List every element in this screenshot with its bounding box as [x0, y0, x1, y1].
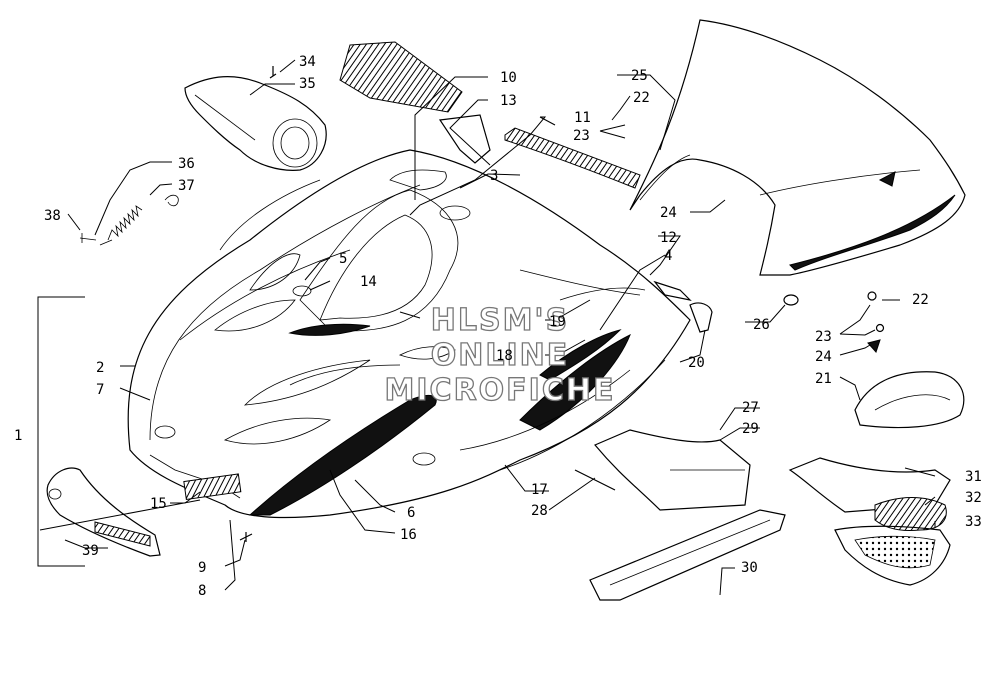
callout-22-top: 22 — [633, 90, 650, 106]
callout-28: 28 — [531, 503, 548, 519]
callout-29: 29 — [742, 421, 759, 437]
callout-36: 36 — [178, 156, 195, 172]
callout-38: 38 — [44, 208, 61, 224]
callout-24-top: 24 — [660, 205, 677, 221]
callout-23-right: 23 — [815, 329, 832, 345]
callout-14: 14 — [360, 274, 377, 290]
callout-26: 26 — [753, 317, 770, 333]
leader-lines — [37, 59, 936, 596]
callout-18: 18 — [496, 348, 513, 364]
callout-30: 30 — [741, 560, 758, 576]
callout-9: 9 — [198, 560, 206, 576]
part-38-fastener — [79, 233, 97, 243]
part-8-bumper — [46, 467, 161, 557]
part-36-spring — [99, 205, 143, 246]
callout-19: 19 — [549, 314, 566, 330]
watermark-line-2: ONLINE — [431, 338, 570, 373]
callout-33: 33 — [965, 514, 982, 530]
callout-23-top: 23 — [573, 128, 590, 144]
callout-15: 15 — [150, 496, 167, 512]
callout-27: 27 — [742, 400, 759, 416]
part-9-screw — [239, 532, 253, 542]
part-24-nut — [867, 339, 881, 353]
part-23-washer — [875, 323, 885, 333]
watermark-line-1: HLSM'S — [431, 303, 569, 338]
callout-1: 1 — [14, 428, 22, 444]
callout-21: 21 — [815, 371, 832, 387]
hood-body — [127, 149, 691, 519]
part-11-strip — [504, 127, 641, 189]
callout-31: 31 — [965, 469, 982, 485]
part-12-clip — [653, 280, 692, 301]
watermark: HLSM'S ONLINE MICROFICHE — [384, 302, 616, 408]
part-26-grommet — [783, 294, 799, 306]
callout-17: 17 — [531, 482, 548, 498]
callout-7: 7 — [96, 382, 104, 398]
callout-8: 8 — [198, 583, 206, 599]
callout-35: 35 — [299, 76, 316, 92]
part-28-strip — [574, 469, 616, 491]
callout-37: 37 — [178, 178, 195, 194]
callout-12: 12 — [660, 230, 677, 246]
part-27-panel — [594, 429, 751, 511]
part-20-latch — [689, 302, 713, 333]
part-33-plate — [834, 525, 951, 586]
callout-32: 32 — [965, 490, 982, 506]
callout-24-right: 24 — [815, 349, 832, 365]
callout-20: 20 — [688, 355, 705, 371]
part-34-screw — [269, 66, 277, 79]
callout-2: 2 — [96, 360, 104, 376]
callout-39: 39 — [82, 543, 99, 559]
part-35-housing — [184, 76, 327, 171]
callout-labels: 1 2 7 3 4 5 14 6 16 9 8 15 39 10 13 11 1… — [14, 54, 982, 599]
callout-34: 34 — [299, 54, 316, 70]
part-37-pin — [164, 194, 179, 207]
part-21-deflector — [854, 371, 965, 429]
callout-10: 10 — [500, 70, 517, 86]
callout-11: 11 — [574, 110, 591, 126]
watermark-line-3: MICROFICHE — [385, 373, 616, 408]
part-30-belly-panel — [589, 509, 786, 601]
part-31-decal — [788, 457, 951, 513]
callout-22-right: 22 — [912, 292, 929, 308]
callout-6: 6 — [407, 505, 415, 521]
callout-5: 5 — [339, 251, 347, 267]
callout-3: 3 — [490, 168, 498, 184]
part-22-screw — [867, 291, 877, 301]
part-32-pad — [874, 497, 947, 531]
part-13-bracket — [438, 114, 491, 164]
callout-13: 13 — [500, 93, 517, 109]
callout-25: 25 — [631, 68, 648, 84]
callout-4: 4 — [664, 248, 672, 264]
part-10-decal — [339, 41, 463, 113]
part-25-windshield — [629, 19, 966, 276]
callout-16: 16 — [400, 527, 417, 543]
